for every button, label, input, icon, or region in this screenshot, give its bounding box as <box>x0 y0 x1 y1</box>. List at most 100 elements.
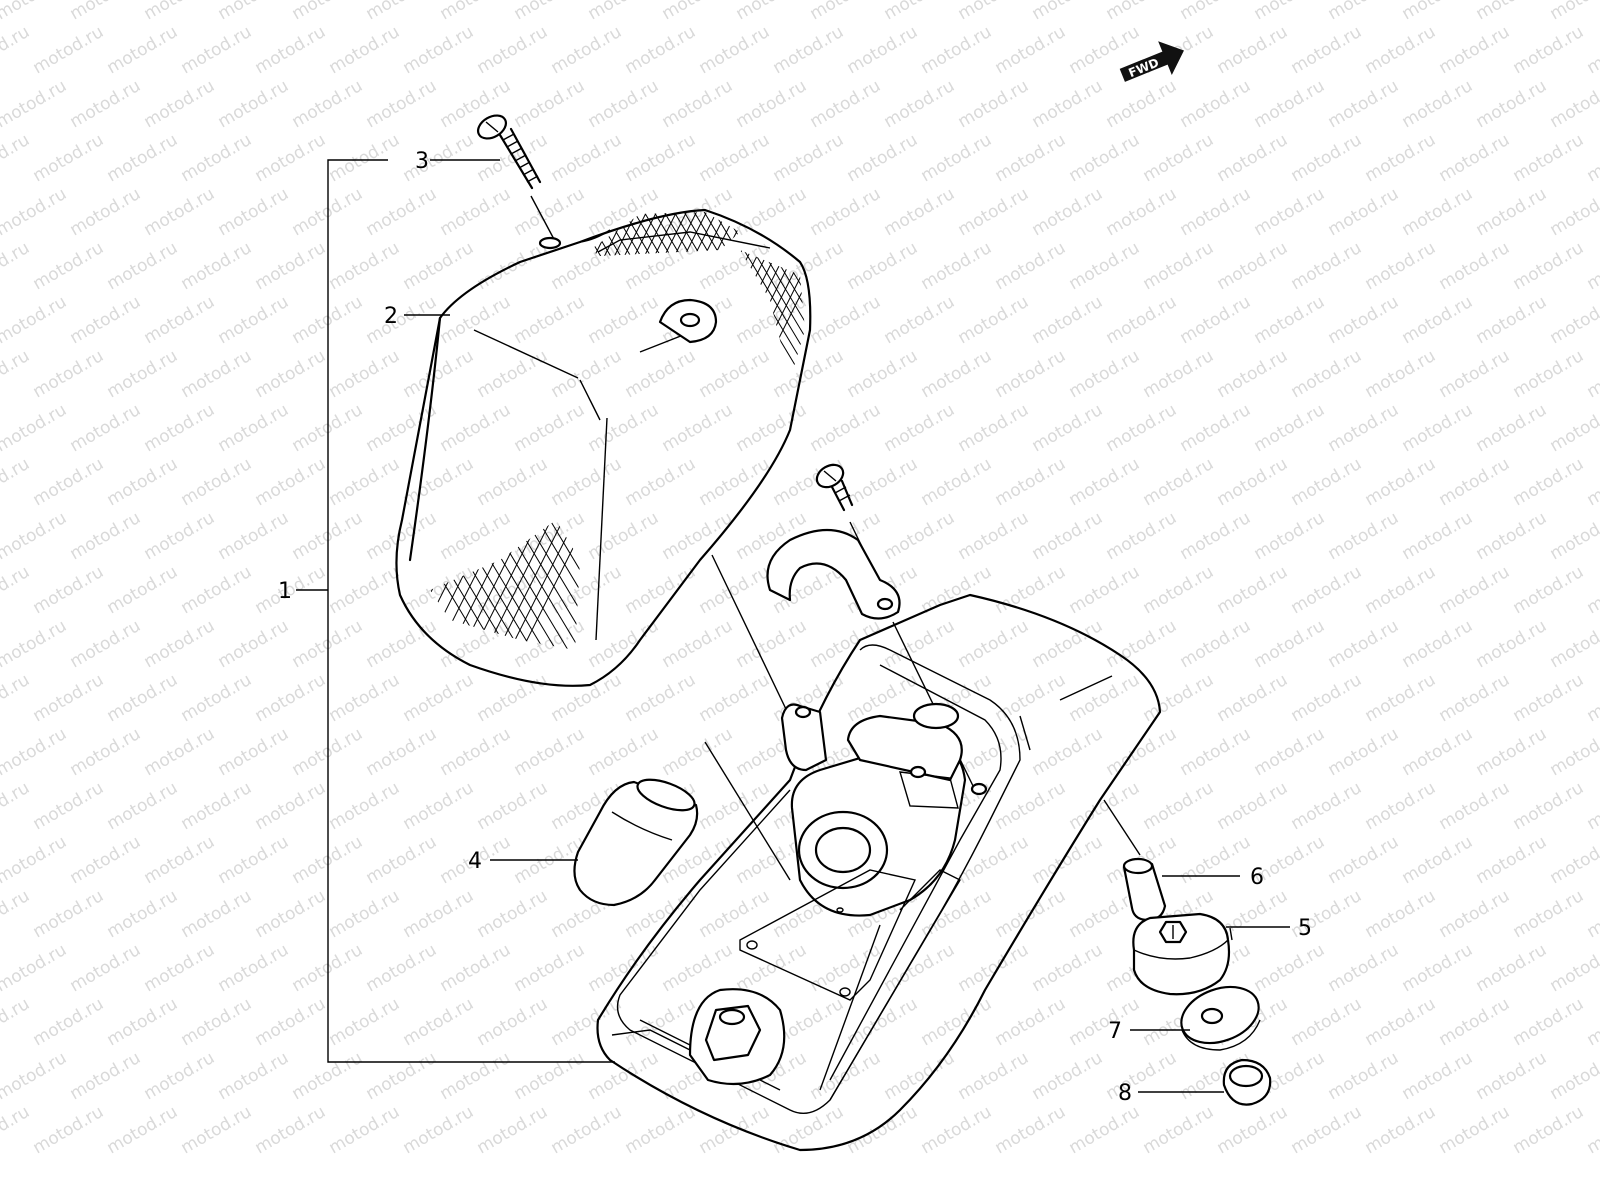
watermark-text: motod.ru <box>585 184 663 240</box>
watermark-text: motod.ru <box>1288 22 1366 78</box>
watermark-text: motod.ru <box>733 76 811 132</box>
watermark-text: motod.ru <box>511 724 589 780</box>
watermark-text: motod.ru <box>733 0 811 24</box>
watermark-text: motod.ru <box>1066 454 1144 510</box>
watermark-text: motod.ru <box>363 616 441 672</box>
watermark-text: motod.ru <box>585 76 663 132</box>
watermark-text: motod.ru <box>0 724 70 780</box>
watermark-text: motod.ru <box>178 1102 256 1158</box>
watermark-text: motod.ru <box>1288 778 1366 834</box>
watermark-text: motod.ru <box>1473 292 1551 348</box>
watermark-text: motod.ru <box>696 346 774 402</box>
watermark-text: motod.ru <box>67 940 145 996</box>
watermark-text: motod.ru <box>918 22 996 78</box>
watermark-text: motod.ru <box>0 1102 33 1158</box>
watermark-text: motod.ru <box>1325 1048 1403 1104</box>
watermark-text: motod.ru <box>1473 940 1551 996</box>
watermark-text: motod.ru <box>1103 616 1181 672</box>
watermark-text: motod.ru <box>622 130 700 186</box>
watermark-text: motod.ru <box>141 76 219 132</box>
watermark-text: motod.ru <box>696 886 774 942</box>
watermark-text: motod.ru <box>1584 22 1600 78</box>
watermark-text: motod.ru <box>1362 346 1440 402</box>
watermark-text: motod.ru <box>992 130 1070 186</box>
watermark-text: motod.ru <box>215 724 293 780</box>
watermark-text: motod.ru <box>437 0 515 24</box>
watermark-text: motod.ru <box>881 76 959 132</box>
watermark-text: motod.ru <box>844 130 922 186</box>
watermark-text: motod.ru <box>1399 0 1477 24</box>
watermark-text: motod.ru <box>807 1048 885 1104</box>
watermark-text: motod.ru <box>67 292 145 348</box>
watermark-text: motod.ru <box>1399 508 1477 564</box>
watermark-text: motod.ru <box>1362 562 1440 618</box>
watermark-text: motod.ru <box>548 994 626 1050</box>
watermark-text: motod.ru <box>1103 1048 1181 1104</box>
watermark-text: motod.ru <box>1140 130 1218 186</box>
watermark-text: motod.ru <box>326 22 404 78</box>
watermark-text: motod.ru <box>252 778 330 834</box>
watermark-text: motod.ru <box>252 238 330 294</box>
watermark-text: motod.ru <box>178 346 256 402</box>
watermark-text: motod.ru <box>881 292 959 348</box>
watermark-text: motod.ru <box>1251 0 1329 24</box>
watermark-text: motod.ru <box>1288 238 1366 294</box>
watermark-text: motod.ru <box>1362 22 1440 78</box>
assembly-bracket <box>296 159 615 1063</box>
watermark-text: motod.ru <box>955 76 1033 132</box>
watermark-text: motod.ru <box>0 508 70 564</box>
watermark-text: motod.ru <box>30 562 108 618</box>
watermark-text: motod.ru <box>1029 1048 1107 1104</box>
watermark-text: motod.ru <box>437 1048 515 1104</box>
watermark-text: motod.ru <box>0 454 33 510</box>
watermark-text: motod.ru <box>1325 940 1403 996</box>
watermark-text: motod.ru <box>400 1102 478 1158</box>
watermark-text: motod.ru <box>326 130 404 186</box>
watermark-text: motod.ru <box>1362 994 1440 1050</box>
watermark-text: motod.ru <box>30 778 108 834</box>
watermark-text: motod.ru <box>289 508 367 564</box>
watermark-text: motod.ru <box>1510 346 1588 402</box>
watermark-text: motod.ru <box>659 940 737 996</box>
watermark-text: motod.ru <box>289 724 367 780</box>
watermark-text: motod.ru <box>1584 346 1600 402</box>
watermark-text: motod.ru <box>252 1102 330 1158</box>
watermark-text: motod.ru <box>881 184 959 240</box>
watermark-text: motod.ru <box>1103 400 1181 456</box>
watermark-text: motod.ru <box>511 292 589 348</box>
bulb-icon <box>573 778 699 907</box>
watermark-text: motod.ru <box>1436 994 1514 1050</box>
watermark-text: motod.ru <box>0 1048 70 1104</box>
watermark-text: motod.ru <box>326 886 404 942</box>
watermark-text: motod.ru <box>289 76 367 132</box>
watermark-text: motod.ru <box>141 724 219 780</box>
watermark-text: motod.ru <box>881 0 959 24</box>
watermark-text: motod.ru <box>1473 724 1551 780</box>
watermark-text: motod.ru <box>918 454 996 510</box>
watermark-text: motod.ru <box>400 562 478 618</box>
watermark-text: motod.ru <box>1066 1102 1144 1158</box>
watermark-text: motod.ru <box>30 886 108 942</box>
watermark-text: motod.ru <box>0 886 33 942</box>
watermark-text: motod.ru <box>844 238 922 294</box>
watermark-text: motod.ru <box>178 994 256 1050</box>
watermark-text: motod.ru <box>1140 778 1218 834</box>
watermark-text: motod.ru <box>1510 130 1588 186</box>
watermark-text: motod.ru <box>696 1102 774 1158</box>
watermark-text: motod.ru <box>1251 940 1329 996</box>
watermark-text: motod.ru <box>807 76 885 132</box>
watermark-text: motod.ru <box>0 562 33 618</box>
watermark-text: motod.ru <box>1066 346 1144 402</box>
watermark-text: motod.ru <box>1029 400 1107 456</box>
watermark-text: motod.ru <box>67 832 145 888</box>
watermark-text: motod.ru <box>1066 130 1144 186</box>
watermark-text: motod.ru <box>1473 616 1551 672</box>
watermark-text: motod.ru <box>252 886 330 942</box>
watermark-text: motod.ru <box>104 130 182 186</box>
watermark-text: motod.ru <box>0 670 33 726</box>
watermark-text: motod.ru <box>437 940 515 996</box>
wire-clamp-icon <box>766 529 901 620</box>
watermark-text: motod.ru <box>844 22 922 78</box>
watermark-text: motod.ru <box>955 292 1033 348</box>
watermark-text: motod.ru <box>770 22 848 78</box>
